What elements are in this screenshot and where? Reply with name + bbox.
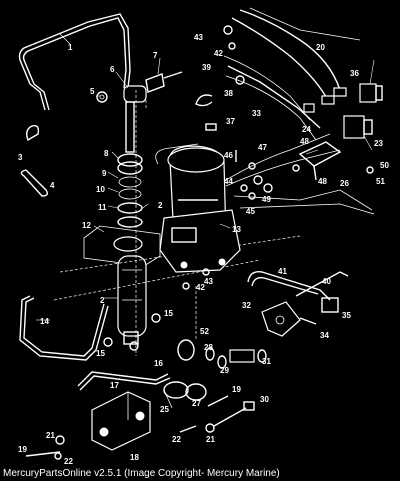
- callout-48: 48: [318, 177, 327, 186]
- leader-lines: [36, 33, 375, 321]
- bolt-part-30: [213, 401, 255, 427]
- callout-42: 42: [214, 49, 223, 58]
- relay-part-23: [343, 115, 373, 139]
- callout-28: 28: [204, 343, 213, 352]
- callout-5: 5: [90, 87, 95, 96]
- clip-part-4: [20, 169, 49, 197]
- callout-labels: 1 2 2 3 4 5 6 7 8 9 10 11 12 13 14 15 15…: [18, 33, 389, 466]
- callout-14: 14: [40, 317, 49, 326]
- callout-20: 20: [316, 43, 325, 52]
- tube-part-40: [295, 271, 349, 297]
- callout-25: 25: [160, 405, 169, 414]
- manual-release-assembly: [177, 339, 267, 369]
- callout-50: 50: [380, 161, 389, 170]
- tube-part-17: [77, 371, 171, 391]
- callout-30: 30: [260, 395, 269, 404]
- callout-44: 44: [224, 177, 233, 186]
- callout-22: 22: [64, 457, 73, 466]
- sleeve-part-27: [185, 383, 207, 401]
- callout-29: 29: [220, 366, 229, 375]
- trim-cylinder-part-2: [117, 255, 147, 345]
- callout-40: 40: [322, 277, 331, 286]
- callout-6: 6: [110, 65, 115, 74]
- cylinder-end-part-6: [123, 71, 183, 103]
- callout-43: 43: [204, 277, 213, 286]
- callout-19: 19: [232, 385, 241, 394]
- callout-19: 19: [18, 445, 27, 454]
- callout-52: 52: [200, 327, 209, 336]
- callout-41: 41: [278, 267, 287, 276]
- screw-part-34: [299, 317, 317, 325]
- valve-block-part-32: [261, 301, 301, 337]
- callout-36: 36: [350, 69, 359, 78]
- tube-part-1: [18, 13, 131, 111]
- callout-21: 21: [206, 435, 215, 444]
- callout-17: 17: [110, 381, 119, 390]
- fitting-part-35: [321, 297, 339, 313]
- callout-43: 43: [194, 33, 203, 42]
- callout-15: 15: [96, 349, 105, 358]
- ram-rod: [117, 101, 143, 228]
- callout-4: 4: [50, 181, 55, 190]
- nut-part-5: [96, 91, 108, 103]
- exploded-parts-diagram: 1 2 2 3 4 5 6 7 8 9 10 11 12 13 14 15 15…: [18, 7, 389, 466]
- callout-11: 11: [98, 203, 107, 212]
- callout-22: 22: [172, 435, 181, 444]
- callout-10: 10: [96, 185, 105, 194]
- sleeve-part-25: [163, 381, 189, 409]
- callout-33: 33: [252, 109, 261, 118]
- callout-38: 38: [224, 89, 233, 98]
- pump-motor-part-13: [155, 143, 241, 273]
- callout-13: 13: [232, 225, 241, 234]
- motor-wires: [225, 133, 375, 215]
- callout-42: 42: [196, 283, 205, 292]
- callout-32: 32: [242, 301, 251, 310]
- relay-part-36: [359, 83, 383, 103]
- callout-2: 2: [158, 201, 163, 210]
- callout-39: 39: [202, 63, 211, 72]
- callout-48: 48: [300, 137, 309, 146]
- callout-8: 8: [104, 149, 109, 158]
- washer-part-21: [55, 423, 215, 445]
- callout-15: 15: [164, 309, 173, 318]
- clip-part-3: [25, 124, 40, 142]
- callout-37: 37: [226, 117, 235, 126]
- callout-47: 47: [258, 143, 267, 152]
- callout-49: 49: [262, 195, 271, 204]
- callout-26: 26: [340, 179, 349, 188]
- seal-kit-box-part-12: [83, 225, 161, 267]
- valve-housing-part-18: [91, 391, 151, 451]
- callout-34: 34: [320, 331, 329, 340]
- callout-9: 9: [102, 169, 107, 178]
- callout-1: 1: [68, 43, 73, 52]
- wire-harness-part-20: [223, 7, 361, 141]
- tube-part-41: [247, 271, 331, 301]
- callout-12: 12: [82, 221, 91, 230]
- fastener-cluster: [182, 25, 374, 290]
- callout-46: 46: [224, 151, 233, 160]
- callout-35: 35: [342, 311, 351, 320]
- callout-45: 45: [246, 207, 255, 216]
- screw-part-22: [54, 425, 197, 460]
- callout-27: 27: [192, 399, 201, 408]
- callout-24: 24: [302, 125, 311, 134]
- callout-3: 3: [18, 153, 23, 162]
- callout-18: 18: [130, 453, 139, 462]
- callout-51: 51: [376, 177, 385, 186]
- callout-7: 7: [153, 51, 158, 60]
- callout-2: 2: [100, 296, 105, 305]
- callout-16: 16: [154, 359, 163, 368]
- bolt-part-19: [25, 395, 229, 457]
- callout-31: 31: [262, 357, 271, 366]
- copyright-caption: MercuryPartsOnline v2.5.1 (Image Copyrig…: [3, 468, 280, 479]
- fitting-part-15: [103, 313, 161, 347]
- callout-21: 21: [46, 431, 55, 440]
- fitting-part-16: [129, 341, 139, 351]
- tube-part-14: [19, 295, 109, 361]
- callout-23: 23: [374, 139, 383, 148]
- bracket-part-26: [298, 141, 342, 181]
